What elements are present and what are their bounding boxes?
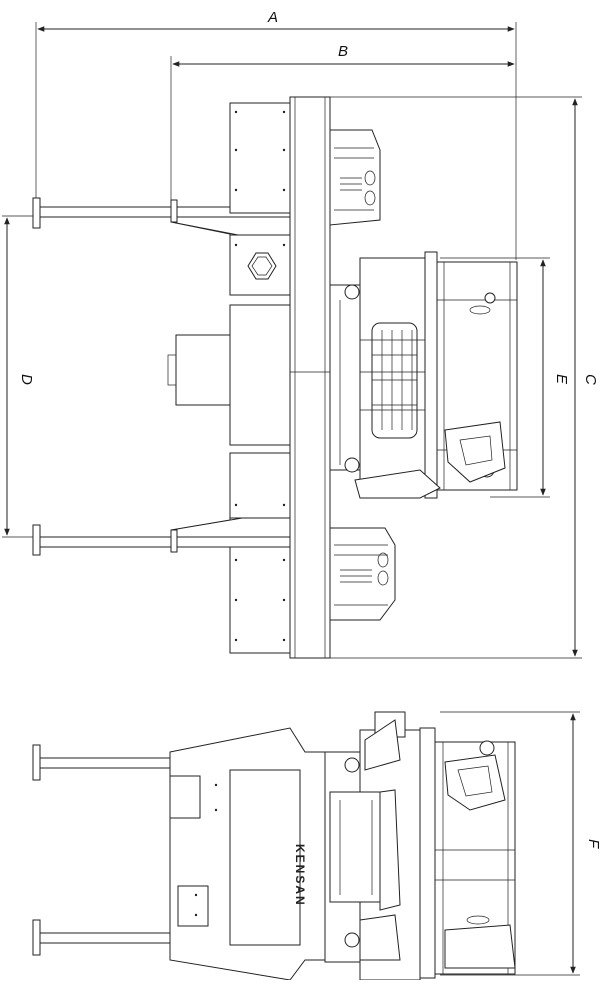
dimension-label-d: D <box>18 374 35 385</box>
dimension-b: B <box>170 43 515 205</box>
top-view: A B C D E <box>2 9 599 659</box>
legs-top <box>32 197 300 556</box>
upper-bracket <box>329 129 381 226</box>
dimension-label-c: C <box>582 374 599 385</box>
central-body-side <box>324 711 421 981</box>
brand-logo: KENSAN <box>293 844 307 907</box>
dimension-a: A <box>35 9 517 260</box>
dimension-label-f: F <box>585 839 602 849</box>
frame-side: KENSAN <box>169 727 326 981</box>
head-side <box>419 727 516 979</box>
lower-bracket <box>329 527 396 621</box>
dimension-d: D <box>2 215 40 538</box>
dimension-label-b: B <box>338 43 348 60</box>
dimension-c: C <box>330 96 599 659</box>
frame-plates <box>167 102 291 654</box>
dimension-label-a: A <box>267 9 278 26</box>
dimension-e: E <box>440 257 570 498</box>
dimension-label-e: E <box>553 374 570 385</box>
side-view: F KENSAN <box>32 711 602 981</box>
head-assembly-top <box>329 251 518 499</box>
legs-side <box>32 744 170 956</box>
dimension-f: F <box>440 711 602 976</box>
main-beam-top <box>289 96 331 659</box>
